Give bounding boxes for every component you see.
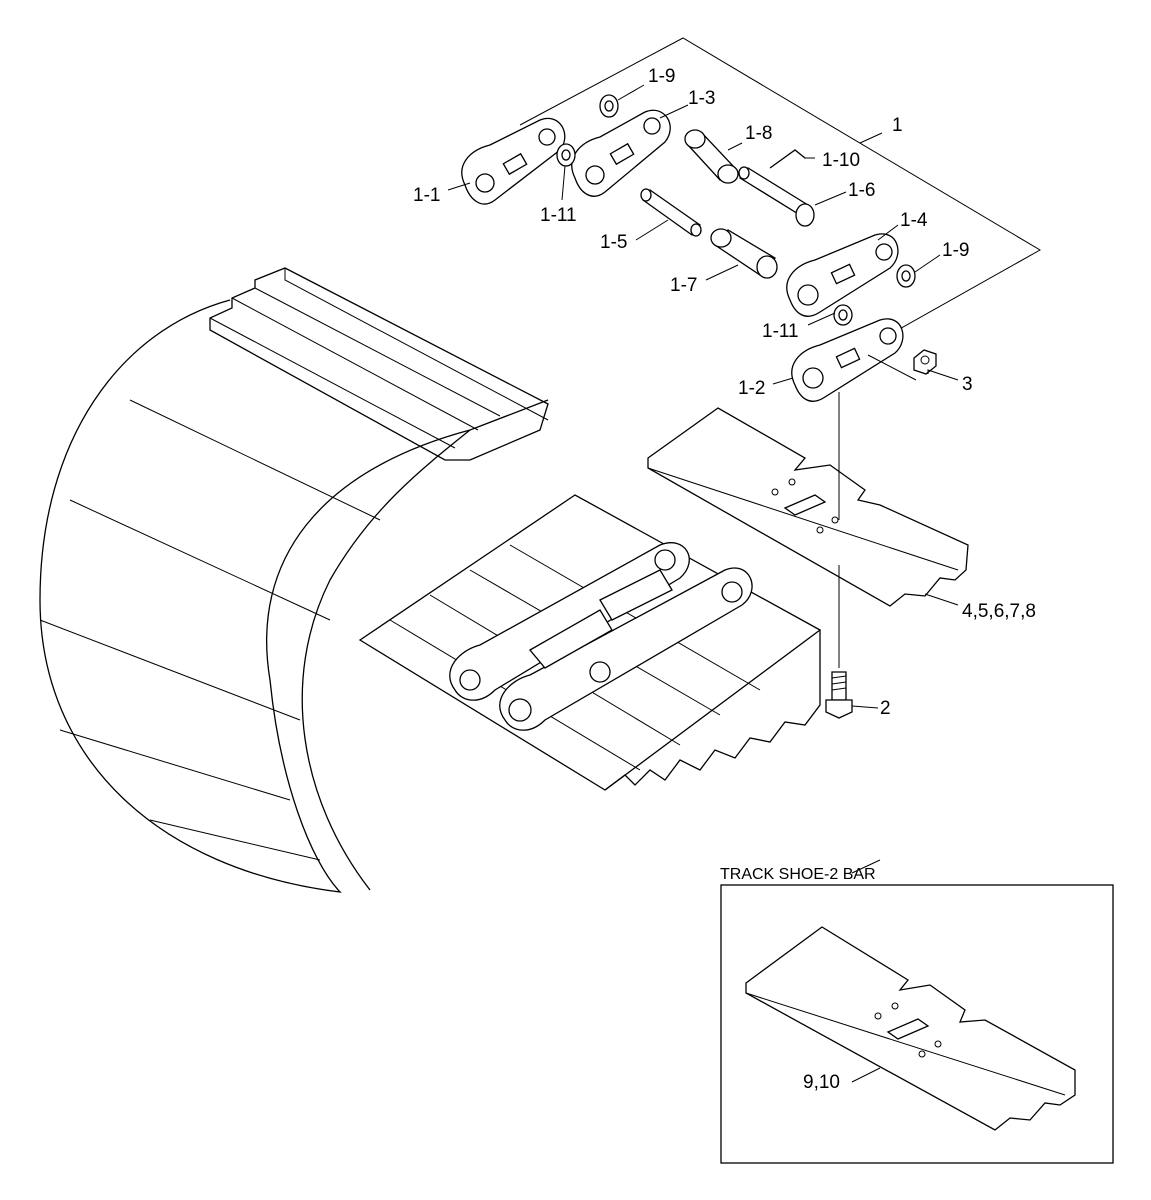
label-1-7: 1-7 [670,275,697,296]
link-part-1-1 [461,117,566,205]
label-1-11-top: 1-11 [540,205,577,226]
leader-lines [447,84,959,874]
track-belt [39,267,822,893]
inset-frame [720,884,1114,1164]
inset-track-shoe-2-bar: TRACK SHOE-2 BAR 9,10 9,10 [720,866,1114,1164]
track-shoe-part-4-8 [647,407,969,607]
bushing-part-1-7 [710,228,778,279]
label-2: 2 [880,698,891,719]
label-1-8: 1-8 [745,123,772,144]
link-assembly-outline [519,37,1041,341]
label-1-5: 1-5 [600,232,627,253]
cotter-pin-part-1-10 [769,149,806,169]
part-labels: 1 1-1 1-9 1-3 1-11 1-8 1-10 1-6 1-5 1-7 … [413,66,1036,719]
leader-9-10 [851,1067,881,1083]
inset-title: TRACK SHOE-2 BAR [720,866,876,883]
washer-part-1-9-top [599,94,619,118]
label-1-4: 1-4 [900,210,928,231]
pin-part-1-6 [738,166,815,227]
label-9-10-visible: 9,10 [803,1072,840,1093]
label-1-1: 1-1 [413,185,440,206]
bushing-part-1-8 [684,129,739,184]
link-part-1-2 [791,318,904,402]
label-1-2: 1-2 [738,378,765,399]
label-1: 1 [892,115,903,136]
label-1-10: 1-10 [822,150,860,171]
label-3: 3 [962,374,973,395]
link-part-1-3 [571,109,671,197]
label-1-9-right: 1-9 [942,240,969,261]
inset-track-shoe [745,926,1076,1131]
label-1-3: 1-3 [688,88,715,109]
label-4-5-6-7-8: 4,5,6,7,8 [962,601,1036,622]
washer-part-1-9-right [896,264,916,288]
washer-part-1-11-top [556,143,576,167]
bolt-part-2 [825,671,853,719]
label-1-11-right: 1-11 [762,321,799,342]
nut-part-3 [913,349,937,375]
label-1-6: 1-6 [848,180,875,201]
washer-part-1-11-right [833,304,853,326]
label-1-9-top: 1-9 [648,66,675,87]
pin-part-1-5 [640,188,702,237]
link-part-1-4 [786,233,899,317]
